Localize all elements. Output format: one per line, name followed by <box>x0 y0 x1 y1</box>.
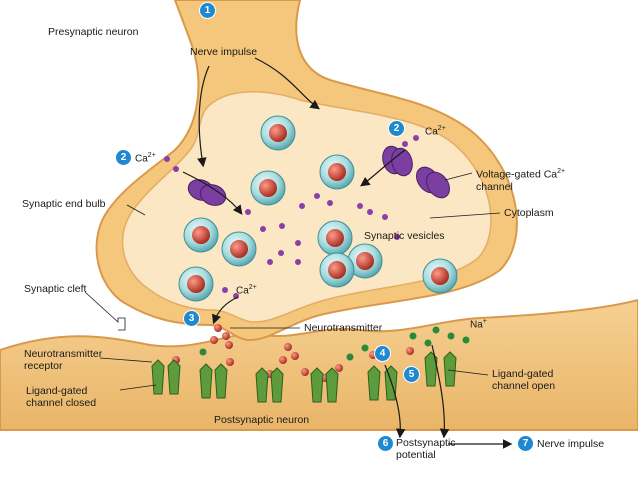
step-badge-7: 7 <box>518 436 533 451</box>
step-badge-2-right: 2 <box>389 121 404 136</box>
nerve-impulse-top-label: Nerve impulse <box>190 46 258 58</box>
nt-receptor-line1: Neurotransmitter <box>24 348 103 360</box>
sodium-ions <box>199 326 470 361</box>
ca-ion-label-right: Ca2+ <box>425 125 446 137</box>
step-badge-2-left: 2 <box>116 150 131 165</box>
na-ion-label: Na+ <box>470 318 487 330</box>
synaptic-vesicles-label: Synaptic vesicles <box>364 230 445 242</box>
flow-arrows <box>182 57 513 449</box>
lg-open-line1: Ligand-gated <box>492 368 554 380</box>
postsynaptic-membrane <box>0 298 638 431</box>
presynaptic-neuron-label: Presynaptic neuron <box>48 26 139 38</box>
cytoplasm-label: Cytoplasm <box>504 207 554 219</box>
pp-line1: Postsynaptic <box>396 437 456 449</box>
na-base: Na <box>470 319 483 331</box>
ca-base: Ca <box>236 285 249 297</box>
synaptic-vesicles <box>178 115 458 302</box>
lg-closed-line2: channel closed <box>26 397 97 409</box>
step-badge-4: 4 <box>375 346 390 361</box>
step-badge-3: 3 <box>184 311 199 326</box>
ca-ion-label-bottom: Ca2+ <box>236 284 257 296</box>
postsynaptic-neuron-label: Postsynaptic neuron <box>214 414 310 426</box>
voltage-gated-line2: channel <box>476 180 513 193</box>
step-badge-5: 5 <box>404 367 419 382</box>
na-charge: + <box>482 318 487 325</box>
synaptic-end-bulb-label: Synaptic end bulb <box>22 198 106 210</box>
ca-charge: 2+ <box>248 284 257 291</box>
neurotransmitter-label: Neurotransmitter <box>304 322 383 334</box>
ca-base: Ca <box>135 153 148 165</box>
lg-open-line2: channel open <box>492 380 556 392</box>
leader-lines <box>84 172 501 391</box>
ligand-gated-open-label: Ligand-gated channel open <box>492 368 555 392</box>
nt-receptor-line2: receptor <box>24 360 63 372</box>
nerve-impulse-bottom-label: Nerve impulse <box>537 438 605 450</box>
calcium-ions <box>164 135 419 299</box>
ca-ion-label-left: Ca2+ <box>135 152 156 164</box>
voltage-gated-line1: Voltage-gated Ca <box>476 168 558 181</box>
nt-receptor-label: Neurotransmitter receptor <box>24 348 102 372</box>
pp-line2: potential <box>396 449 436 461</box>
ca-charge: 2+ <box>147 152 156 159</box>
ca-charge: 2+ <box>437 125 446 132</box>
step-badge-6: 6 <box>378 436 393 451</box>
voltage-gated-charge: 2+ <box>557 168 566 175</box>
step-badge-1: 1 <box>200 3 215 18</box>
synaptic-cleft-label: Synaptic cleft <box>24 283 87 295</box>
ligand-gated-closed-label: Ligand-gated channel closed <box>26 385 96 409</box>
voltage-gated-channel-label: Voltage-gated Ca2+ channel <box>476 166 565 193</box>
lg-closed-line1: Ligand-gated <box>26 385 88 397</box>
postsynaptic-potential-label: Postsynaptic potential <box>396 437 456 461</box>
ca-base: Ca <box>425 126 438 138</box>
